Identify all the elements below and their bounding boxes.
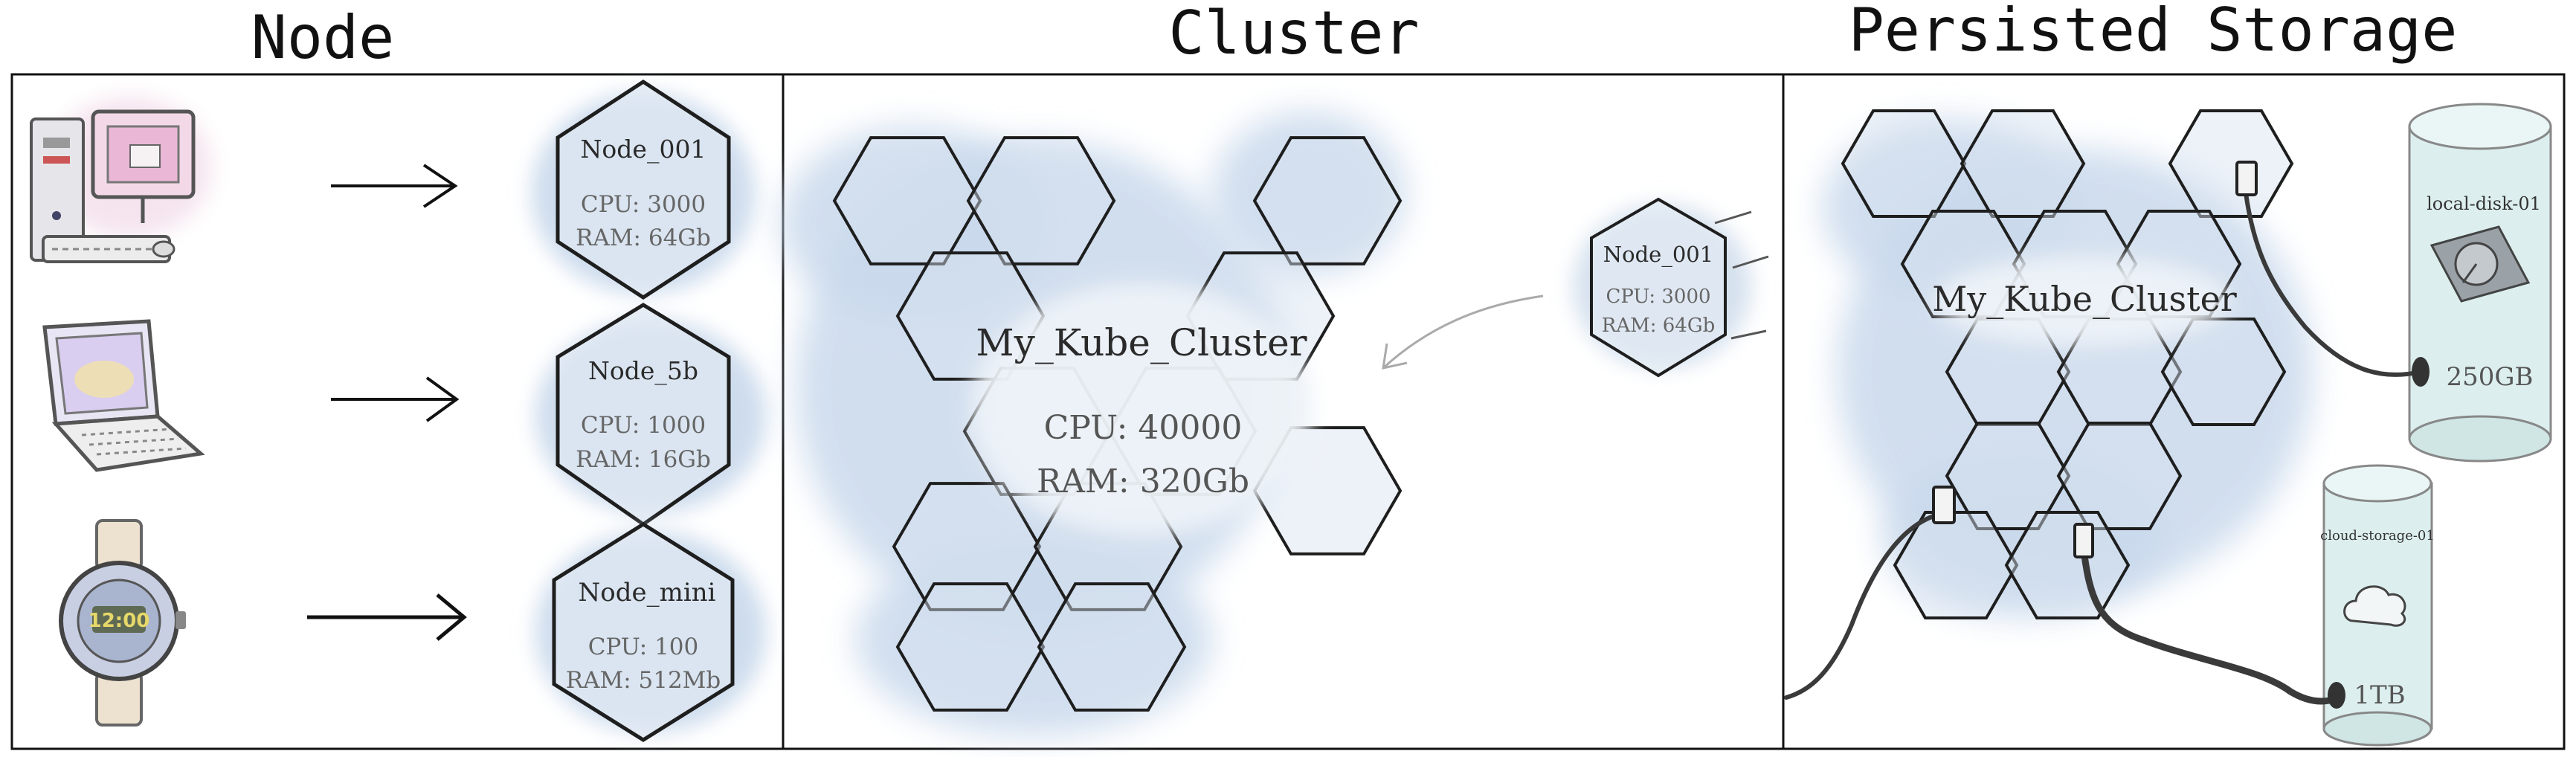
arrow-right-icon xyxy=(331,164,458,208)
hexagon-cell xyxy=(1960,109,2086,218)
laptop-icon xyxy=(42,319,205,472)
smartwatch-icon: 12:00 xyxy=(59,519,186,727)
node-cpu: CPU: 100 xyxy=(588,634,699,660)
cluster-cpu: CPU: 40000 xyxy=(1044,409,1243,447)
hexagon-cell xyxy=(892,482,1042,611)
node-hexagon: Node_mini CPU: 100 RAM: 512Mb xyxy=(535,522,766,742)
hexagon-cell xyxy=(1841,109,1967,218)
watch-time-display: 12:00 xyxy=(88,610,150,632)
arrow-right-icon xyxy=(307,593,467,641)
hexagon-cell xyxy=(966,136,1116,265)
node-ram: RAM: 64Gb xyxy=(576,225,711,251)
desktop-computer-icon xyxy=(30,97,212,263)
hexagon-cell xyxy=(1252,136,1403,265)
incoming-node-hexagon: Node_001 CPU: 3000 RAM: 64Gb xyxy=(1573,197,1769,378)
arrow-left-icon xyxy=(1382,294,1544,370)
node-cpu: CPU: 1000 xyxy=(581,412,706,439)
node-ram: RAM: 16Gb xyxy=(576,446,711,473)
storage-cluster-name: My_Kube_Cluster xyxy=(1932,279,2237,319)
diagram-frame xyxy=(10,73,2566,750)
node-ram: RAM: 512Mb xyxy=(566,667,721,694)
hard-drive-icon xyxy=(2430,225,2531,303)
cluster-name: My_Kube_Cluster xyxy=(976,321,1307,364)
cluster-panel: My_Kube_Cluster CPU: 40000 RAM: 320Gb No… xyxy=(781,112,1769,736)
storage-cables xyxy=(1784,191,2423,705)
node-hexagon: Node_5b CPU: 1000 RAM: 16Gb xyxy=(535,303,766,527)
connector-plug-icon xyxy=(1932,161,2258,558)
node-cpu: CPU: 3000 xyxy=(1606,286,1710,308)
node-panel: 12:00 Node_001 CPU: 3000 RAM: 64Gb No xyxy=(30,80,766,742)
local-disk-cylinder: local-disk-01 250GB xyxy=(2408,103,2552,463)
node-name: Node_001 xyxy=(1603,242,1713,268)
hexagon-cell xyxy=(2160,318,2287,426)
disk-size: 250GB xyxy=(2446,362,2533,392)
arrow-right-icon xyxy=(331,376,460,422)
connector-dot-icon xyxy=(2328,357,2430,709)
node-name: Node_mini xyxy=(579,578,716,608)
disk-label: local-disk-01 xyxy=(2427,193,2541,214)
node-name: Node_001 xyxy=(581,135,706,164)
hexagon-cell xyxy=(2168,109,2294,218)
disk-size: 1TB xyxy=(2354,680,2405,710)
disk-label: cloud-storage-01 xyxy=(2320,528,2435,544)
cluster-ram: RAM: 320Gb xyxy=(1037,463,1249,500)
panel-title-cluster: Cluster xyxy=(1168,0,1419,68)
hexagon-cell xyxy=(2004,511,2131,619)
hexagon-cell xyxy=(895,582,1046,712)
node-ram: RAM: 64Gb xyxy=(1602,315,1716,337)
node-hexagon: Node_001 CPU: 3000 RAM: 64Gb xyxy=(532,80,755,300)
hexagon-cell xyxy=(2056,422,2183,530)
storage-panel: My_Kube_Cluster local-disk-01 250GB clou… xyxy=(1784,103,2552,747)
panel-title-node: Node xyxy=(251,3,395,72)
panel-title-storage: Persisted Storage xyxy=(1849,0,2458,65)
hexagon-cell xyxy=(1945,422,2071,530)
node-name: Node_5b xyxy=(588,356,698,386)
hexagon-cell xyxy=(1037,582,1187,712)
hexagon-cell xyxy=(832,136,982,265)
hexagon-cell xyxy=(1893,511,2019,619)
cloud-icon xyxy=(2343,585,2406,627)
node-cpu: CPU: 3000 xyxy=(581,191,706,218)
